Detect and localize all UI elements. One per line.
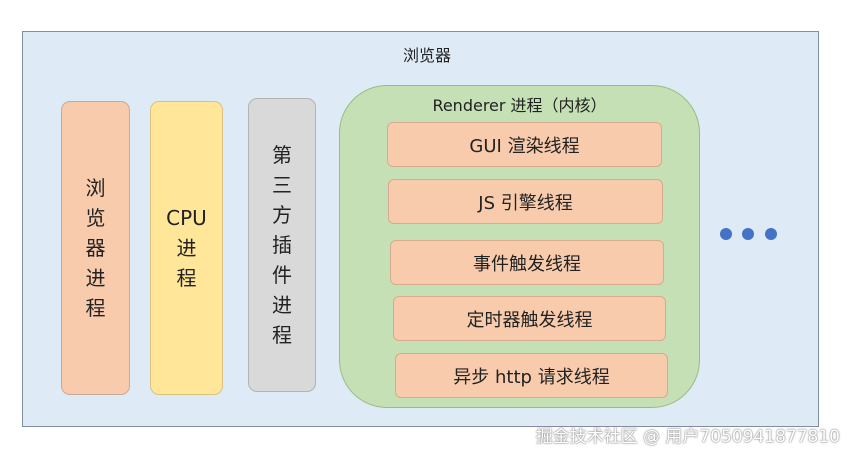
cpu-process-box: CPU 进程 — [150, 101, 223, 395]
browser-process-box: 浏览器进程 — [61, 101, 130, 395]
more-dot-3 — [765, 228, 777, 240]
thread-timer-trigger: 定时器触发线程 — [393, 296, 666, 341]
watermark: 掘金技术社区 @ 用户7050941877810 — [535, 427, 840, 447]
plugin-process-label: 第三方插件进程 — [272, 143, 292, 347]
thread-async-http: 异步 http 请求线程 — [395, 353, 668, 398]
browser-process-label: 浏览器进程 — [85, 176, 106, 320]
renderer-process-title: Renderer 进程（内核） — [432, 96, 607, 115]
cpu-process-label: CPU 进程 — [166, 203, 207, 293]
cpu-process-label-line2: 进程 — [176, 236, 197, 290]
cpu-process-label-line1: CPU — [166, 206, 207, 230]
more-dot-1 — [720, 228, 732, 240]
plugin-process-box: 第三方插件进程 — [248, 98, 316, 392]
thread-gui-render: GUI 渲染线程 — [387, 122, 662, 167]
thread-js-engine: JS 引擎线程 — [388, 179, 663, 224]
thread-event-trigger: 事件触发线程 — [390, 240, 664, 285]
browser-title: 浏览器 — [402, 46, 451, 65]
more-dot-2 — [742, 228, 754, 240]
